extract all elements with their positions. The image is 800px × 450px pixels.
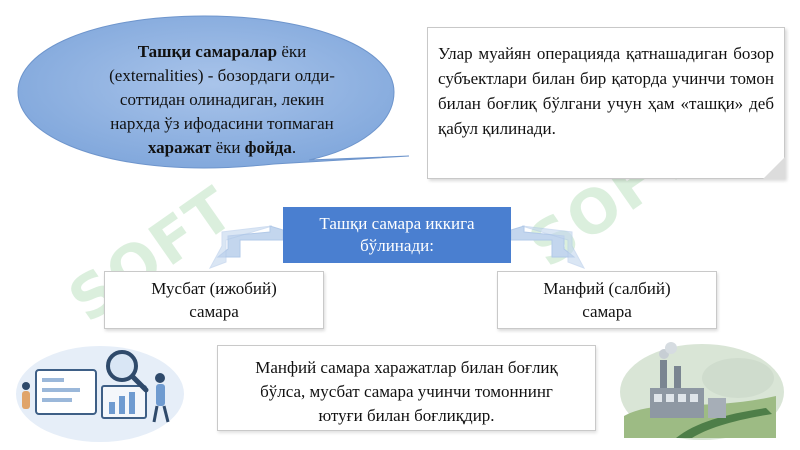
positive-effect-line1: Мусбат (ижобий)	[151, 279, 277, 298]
summary-text: Манфий самара харажатлар билан боғлиқ бў…	[218, 356, 595, 428]
summary-box: Манфий самара харажатлар билан боғлиқ бў…	[217, 345, 596, 431]
page-fold-corner	[763, 157, 785, 179]
callout-cost: харажат	[147, 138, 212, 157]
factory-illustration-icon	[620, 342, 784, 440]
summary-line2: бўлса, мусбат самара учинчи томоннинг	[260, 382, 553, 401]
central-heading-line1: Ташқи самара иккига	[319, 214, 475, 233]
note-text: Улар муайян операцияда қатнашадиган бозо…	[438, 44, 774, 138]
callout-bubble-shape	[17, 15, 410, 169]
summary-line1: Манфий самара харажатлар билан боғлиқ	[255, 358, 558, 377]
callout-line3: соттидан олинадиган, лекин	[119, 90, 325, 109]
definition-callout: Ташқи самаралар ёки (externalities) - бо…	[14, 14, 422, 174]
analytics-illustration-icon	[16, 346, 184, 442]
summary-line3: ютуғи билан боғлиқдир.	[318, 406, 495, 425]
positive-effect-box: Мусбат (ижобий) самара	[104, 271, 324, 329]
callout-line4: нархда ўз ифодасини топмаган	[110, 114, 334, 133]
central-heading-line2: бўлинади:	[360, 236, 434, 255]
callout-line1-rest: ёки	[277, 42, 307, 61]
callout-text: Ташқи самаралар ёки (externalities) - бо…	[72, 40, 372, 160]
callout-benefit: фойда	[244, 138, 292, 157]
positive-effect-line2: самара	[189, 302, 239, 321]
negative-effect-line1: Манфий (салбий)	[543, 279, 671, 298]
explanation-note: Улар муайян операцияда қатнашадиган бозо…	[427, 27, 785, 179]
callout-term: Ташқи самаралар	[137, 42, 278, 61]
negative-effect-line2: самара	[582, 302, 632, 321]
callout-period: .	[291, 138, 297, 157]
callout-or: ёки	[211, 138, 245, 157]
callout-line2: (externalities) - бозордаги олди-	[109, 66, 335, 85]
central-heading-box: Ташқи самара иккига бўлинади:	[283, 207, 511, 263]
negative-effect-box: Манфий (салбий) самара	[497, 271, 717, 329]
arrow-right	[510, 225, 586, 269]
arrow-left	[208, 225, 284, 269]
